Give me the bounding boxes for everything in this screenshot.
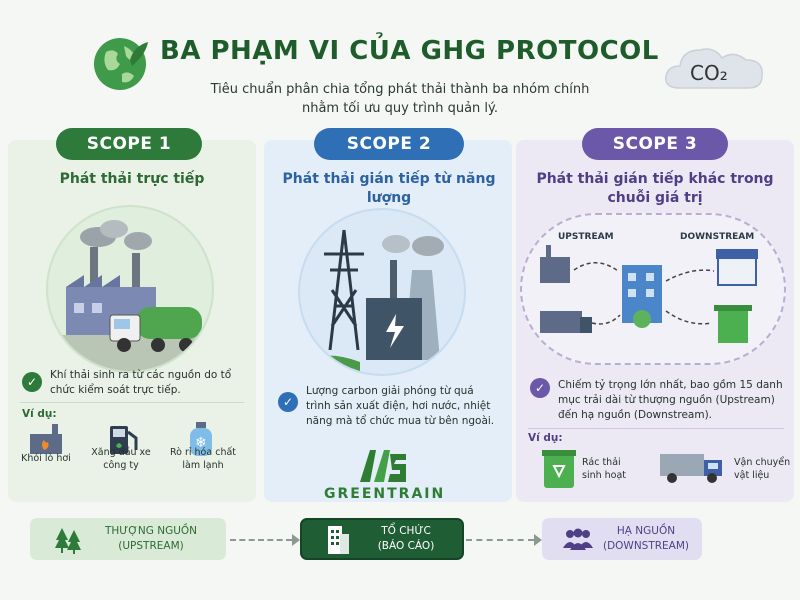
scope3-example-1: Rác thải sinh hoạt (582, 457, 627, 481)
flow-upstream-label: THƯỢNG NGUỒN (UPSTREAM) (86, 524, 216, 554)
scope2-check-icon: ✓ (278, 392, 298, 412)
co2-cloud-icon: CO₂ (665, 48, 763, 89)
scope2-illustration (298, 208, 466, 376)
scope1-divider (20, 402, 244, 403)
building-icon (328, 526, 349, 554)
greentrain-logo-icon (360, 450, 406, 482)
trees-icon (55, 528, 81, 554)
brand-name: GREENTRAIN (324, 486, 446, 502)
scope2-badge: SCOPE 2 (314, 128, 464, 160)
flow-organization-label: TỔ CHỨC (BÁO CÁO) (352, 524, 460, 554)
page-title: BA PHẠM VI CỦA GHG PROTOCOL (160, 36, 659, 66)
scope1-illustration (46, 205, 214, 373)
scope3-badge: SCOPE 3 (582, 128, 728, 160)
scope1-examples-label: Ví dụ: (22, 408, 57, 420)
scope1-check-icon: ✓ (22, 372, 42, 392)
svg-text:❄: ❄ (195, 435, 207, 451)
flow-upstream-line1: THƯỢNG NGUỒN (104, 525, 198, 537)
scope3-examples-label: Ví dụ: (528, 432, 563, 444)
flow-downstream-label: HẠ NGUỒN (DOWNSTREAM) (596, 524, 696, 554)
waste-bin-icon (542, 450, 576, 488)
boiler-smoke-icon (30, 424, 62, 454)
value-chain-icon: UPSTREAM DOWNSTREAM (540, 232, 758, 343)
co2-label: CO₂ (690, 61, 728, 85)
scope3-check-icon: ✓ (530, 378, 550, 398)
flow-downstream-line2: (DOWNSTREAM) (602, 540, 690, 552)
page-subtitle: Tiêu chuẩn phân chia tổng phát thải thàn… (210, 82, 590, 116)
scope1-title: Phát thải trực tiếp (59, 171, 205, 187)
power-tower-plant-icon (300, 229, 464, 374)
flow-organization (300, 518, 464, 560)
scope1-description: Khí thải sinh ra từ các nguồn do tổ chức… (50, 369, 232, 396)
upstream-label: UPSTREAM (558, 232, 614, 242)
flow-organization-line2: (BÁO CÁO) (377, 540, 435, 552)
people-group-icon (563, 528, 593, 550)
scope1-example-3: Rò rỉ hóa chất làm lạnh (169, 447, 237, 471)
flow-downstream (542, 518, 702, 560)
scope3-illustration: UPSTREAM DOWNSTREAM (520, 213, 786, 365)
flow-upstream-line2: (UPSTREAM) (118, 540, 184, 552)
scope3-title: Phát thải gián tiếp khác trong chuỗi giá… (536, 171, 774, 206)
flow-connector-1 (230, 539, 292, 541)
scope3-divider (528, 428, 784, 429)
flow-downstream-line1: HẠ NGUỒN (616, 525, 676, 537)
downstream-label: DOWNSTREAM (680, 232, 754, 242)
fuel-pump-icon (110, 426, 138, 454)
scope3-example-2: Vận chuyển vật liệu (734, 457, 791, 481)
scope1-badge: SCOPE 1 (56, 128, 202, 160)
coolant-tank-icon: ❄ (190, 422, 212, 456)
scope2-title: Phát thải gián tiếp từ năng lượng (282, 171, 496, 206)
flow-arrow-2 (534, 534, 542, 546)
scope3-description: Chiếm tỷ trọng lớn nhất, bao gồm 15 danh… (558, 379, 783, 421)
scope2-description: Lượng carbon giải phóng từ quá trình sản… (306, 385, 495, 427)
delivery-truck-icon (660, 454, 722, 483)
flow-connector-2 (466, 539, 534, 541)
flow-organization-line1: TỔ CHỨC (381, 525, 431, 537)
globe-leaf-icon (94, 38, 148, 90)
scope1-example-1: Khói lò hơi (21, 453, 71, 464)
flow-arrow-1 (292, 534, 300, 546)
factory-truck-icon (48, 220, 212, 371)
scope1-example-2: Xăng dầu xe công ty (91, 447, 151, 471)
